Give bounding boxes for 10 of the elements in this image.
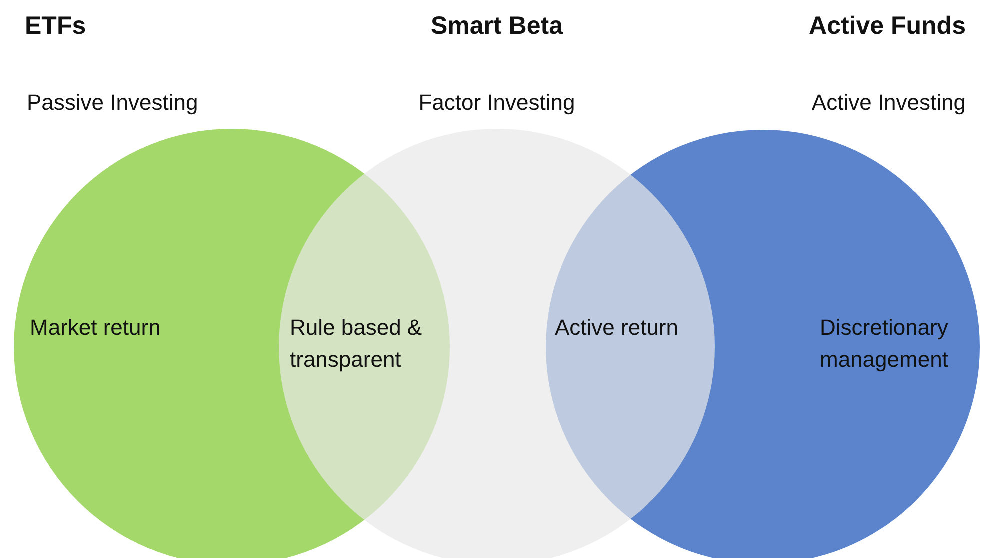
circle-heading: Smart Beta (430, 11, 564, 42)
circle-subtitle: Active Investing (810, 89, 966, 117)
circle-subtitle: Passive Investing (27, 89, 200, 117)
circle-text: Market return (30, 314, 162, 342)
overlap-text: Rule based & transparent (290, 314, 424, 374)
overlap-text: Active return (555, 314, 680, 342)
circle-heading: Active Funds (808, 11, 966, 42)
circle-heading: ETFs (25, 11, 88, 42)
circle-text: Discretionary management (820, 314, 950, 374)
circle-subtitle: Factor Investing (418, 89, 576, 117)
